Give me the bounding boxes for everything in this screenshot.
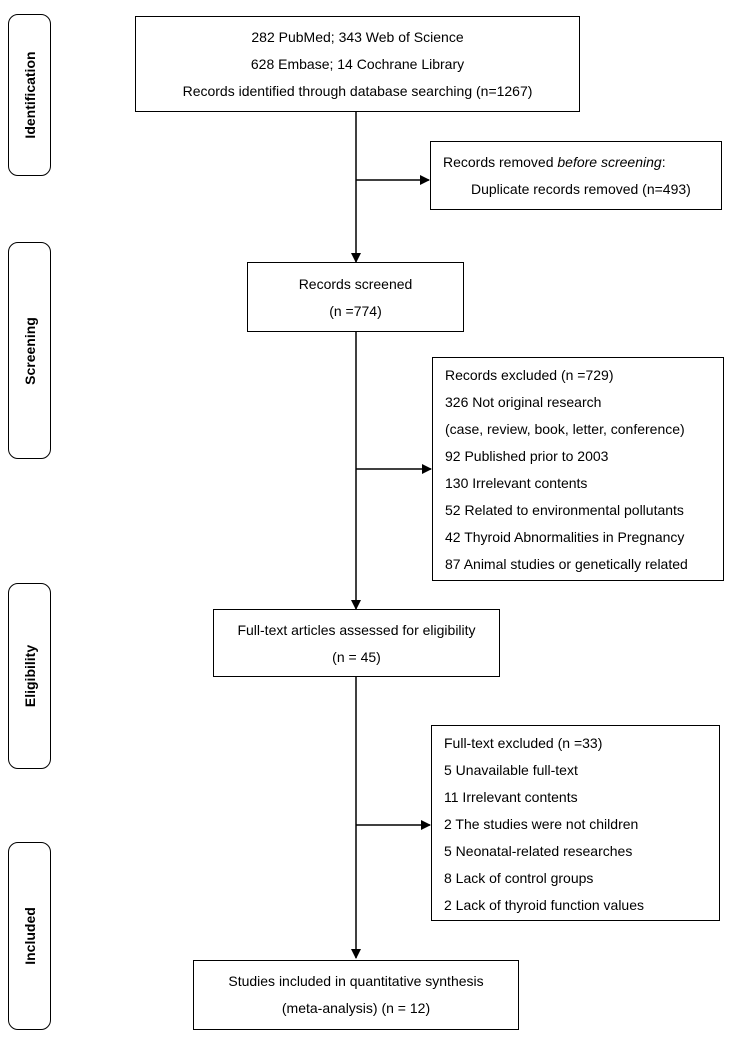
fulltext-excluded-line-6: 8 Lack of control groups [444,870,594,886]
excluded-line-3: (case, review, book, letter, conference) [445,421,685,437]
excluded-line-4: 92 Published prior to 2003 [445,448,609,464]
excluded-line-2: 326 Not original research [445,394,602,410]
identified-line-2: 628 Embase; 14 Cochrane Library [250,56,465,72]
identified-line-1: 282 PubMed; 343 Web of Science [251,29,464,45]
phase-eligibility-label: Eligibility [21,644,38,708]
phase-screening-label: Screening [21,316,38,385]
screened-line-2: (n =774) [329,303,382,319]
phase-identification: Identification [8,14,51,176]
records-screened-box: Records screened (n =774) [247,262,464,332]
fulltext-excluded-line-7: 2 Lack of thyroid function values [444,897,645,913]
identified-line-3: Records identified through database sear… [182,83,533,99]
records-identified-box: 282 PubMed; 343 Web of Science 628 Embas… [135,16,580,112]
records-excluded-box: Records excluded (n =729) 326 Not origin… [432,357,724,581]
excluded-line-8: 87 Animal studies or genetically related [445,556,688,572]
phase-identification-label: Identification [21,51,38,139]
studies-included-box: Studies included in quantitative synthes… [193,960,519,1030]
excluded-line-1: Records excluded (n =729) [445,367,614,383]
excluded-line-7: 42 Thyroid Abnormalities in Pregnancy [445,529,685,545]
fulltext-excluded-box: Full-text excluded (n =33) 5 Unavailable… [431,725,720,921]
fulltext-assessed-box: Full-text articles assessed for eligibil… [213,609,500,677]
removed-title: Records removed before screening: [443,149,721,176]
fulltext-excluded-line-2: 5 Unavailable full-text [444,762,578,778]
included-line-2: (meta-analysis) (n = 12) [281,1000,431,1016]
removed-title-prefix: Records removed [443,154,558,170]
fulltext-excluded-line-4: 2 The studies were not children [444,816,639,832]
fulltext-excluded-line-1: Full-text excluded (n =33) [444,735,603,751]
excluded-line-6: 52 Related to environmental pollutants [445,502,684,518]
removed-detail: Duplicate records removed (n=493) [471,181,691,197]
included-line-1: Studies included in quantitative synthes… [228,973,484,989]
fulltext-line-1: Full-text articles assessed for eligibil… [237,622,476,638]
phase-screening: Screening [8,242,51,459]
fulltext-line-2: (n = 45) [332,649,381,665]
phase-included-label: Included [21,907,38,965]
removed-title-suffix: : [661,154,666,170]
phase-included: Included [8,842,51,1030]
phase-eligibility: Eligibility [8,583,51,769]
excluded-line-5: 130 Irrelevant contents [445,475,588,491]
fulltext-excluded-line-5: 5 Neonatal-related researches [444,843,633,859]
removed-title-italic: before screening [557,154,662,170]
records-removed-box: Records removed before screening: Duplic… [430,141,722,210]
screened-line-1: Records screened [298,276,413,292]
fulltext-excluded-line-3: 11 Irrelevant contents [444,789,578,805]
